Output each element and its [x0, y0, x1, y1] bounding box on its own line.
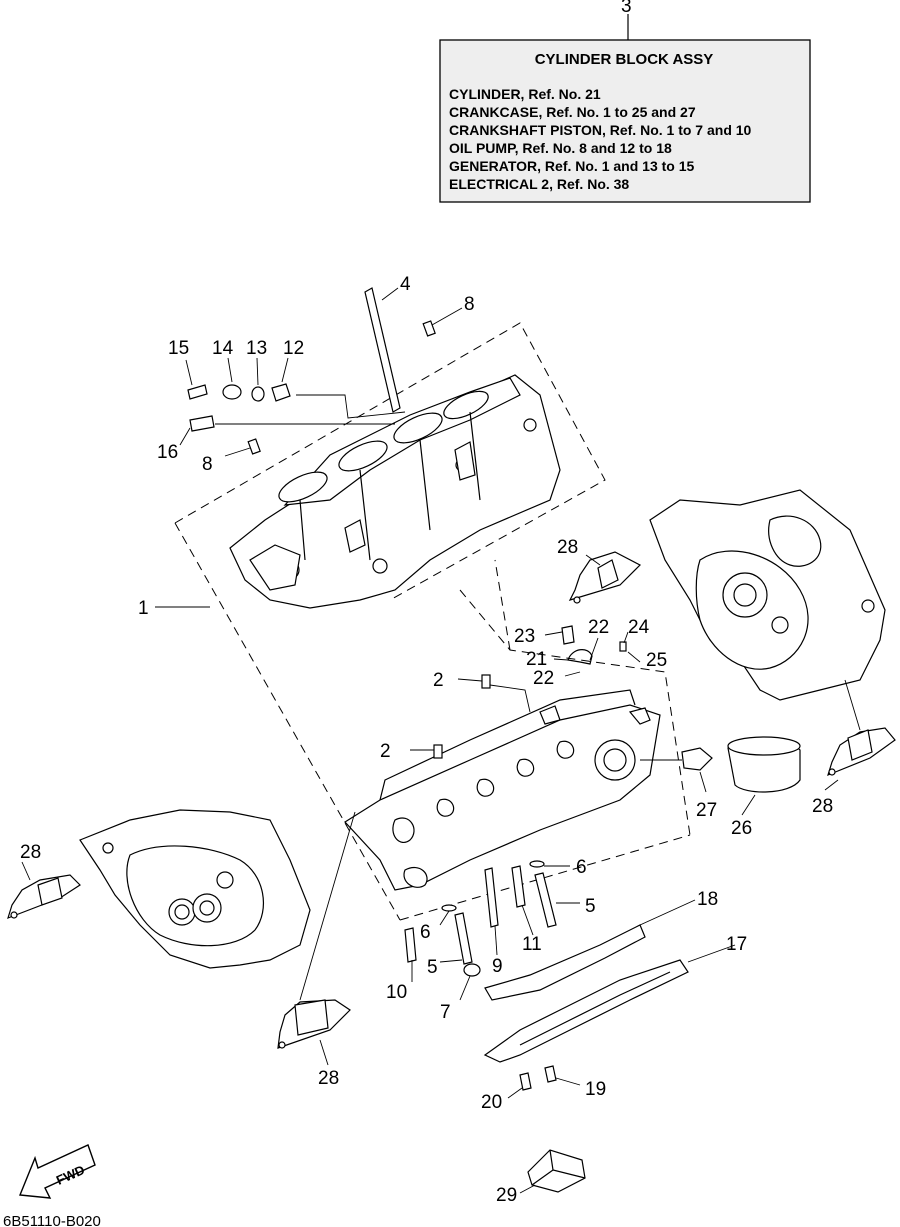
- clamp-21: [567, 649, 593, 665]
- engine-mount-left[interactable]: [7, 874, 81, 920]
- bolt-5-left: [454, 912, 473, 965]
- callout-23[interactable]: 23: [514, 626, 535, 647]
- info-box: 3 CYLINDER BLOCK ASSY CYLINDER, Ref. No.…: [439, 0, 811, 203]
- callout-22-upper[interactable]: 22: [588, 617, 609, 638]
- callout-2-upper[interactable]: 2: [433, 670, 444, 691]
- callout-11[interactable]: 11: [522, 934, 542, 955]
- callout-9[interactable]: 9: [492, 956, 503, 977]
- dowel-pin-8-lower: [247, 438, 261, 455]
- pin-2-lower: [433, 744, 443, 759]
- engine-mount-right[interactable]: [827, 727, 896, 777]
- callout-12[interactable]: 12: [283, 338, 304, 359]
- gasket-18: [484, 924, 646, 1001]
- bolt-20: [519, 1072, 532, 1091]
- engine-mount-lower-left[interactable]: [277, 999, 351, 1049]
- callout-28-upper-right[interactable]: 28: [557, 537, 578, 558]
- info-box-line-3: CRANKSHAFT PISTON, Ref. No. 1 to 7 and 1…: [449, 122, 752, 138]
- fwd-arrow-icon: FWD: [19, 1144, 96, 1199]
- left-side-cover-part[interactable]: [79, 809, 311, 969]
- callout-6-right[interactable]: 6: [576, 857, 587, 878]
- washer-6-right: [529, 860, 545, 868]
- bolt-11: [511, 865, 526, 908]
- callout-1[interactable]: 1: [138, 598, 149, 619]
- callout-17[interactable]: 17: [726, 934, 747, 955]
- pin-24: [619, 641, 627, 652]
- callout-27[interactable]: 27: [696, 800, 717, 821]
- info-box-line-5: GENERATOR, Ref. No. 1 and 13 to 15: [449, 158, 695, 174]
- info-box-title: CYLINDER BLOCK ASSY: [535, 51, 714, 68]
- callout-2-lower[interactable]: 2: [380, 741, 391, 762]
- leader-lines: [21, 287, 861, 1194]
- info-box-line-1: CYLINDER, Ref. No. 21: [449, 86, 601, 102]
- stud-bolt-4: [364, 287, 401, 413]
- callout-21[interactable]: 21: [526, 649, 547, 670]
- callout-24[interactable]: 24: [628, 617, 650, 638]
- callout-19[interactable]: 19: [585, 1079, 606, 1100]
- info-box-line-4: OIL PUMP, Ref. No. 8 and 12 to 18: [449, 140, 672, 156]
- o-ring-13: [251, 386, 265, 402]
- callout-28-right[interactable]: 28: [812, 796, 833, 817]
- info-box-line-2: CRANKCASE, Ref. No. 1 to 25 and 27: [449, 104, 696, 120]
- bolt-19: [544, 1065, 557, 1083]
- callout-8-upper[interactable]: 8: [464, 294, 475, 315]
- diagram-code: 6B51110-B020: [3, 1213, 101, 1227]
- small-parts: [187, 287, 801, 1193]
- oil-pan-17: [483, 959, 689, 1063]
- callout-13[interactable]: 13: [246, 338, 267, 359]
- callout-26[interactable]: 26: [731, 818, 752, 839]
- callout-16[interactable]: 16: [157, 442, 178, 463]
- plug-12: [271, 383, 291, 402]
- callout-28-lower-left[interactable]: 28: [318, 1068, 339, 1089]
- bolt-15: [187, 384, 208, 400]
- dowel-pin-8-upper: [422, 320, 436, 337]
- callout-numbers: 4 8 15 14 13 12 16 8 1 28 23 22 24 21 25…: [20, 274, 833, 1206]
- bolt-9: [484, 867, 499, 928]
- callout-5-right[interactable]: 5: [585, 896, 596, 917]
- callout-5-left[interactable]: 5: [427, 957, 438, 978]
- callout-29[interactable]: 29: [496, 1185, 517, 1206]
- engine-mount-upper-right[interactable]: [568, 551, 642, 604]
- bolt-5-right: [534, 872, 557, 928]
- bolt-23: [561, 625, 575, 645]
- pin-2-upper: [481, 674, 491, 689]
- callout-14[interactable]: 14: [212, 338, 234, 359]
- callout-25[interactable]: 25: [646, 650, 667, 671]
- lower-crankcase-part[interactable]: [344, 689, 661, 891]
- callout-10[interactable]: 10: [386, 982, 407, 1003]
- callout-7[interactable]: 7: [440, 1002, 451, 1023]
- bolt-10: [404, 927, 417, 963]
- callout-15[interactable]: 15: [168, 338, 189, 359]
- callout-22-lower[interactable]: 22: [533, 668, 554, 689]
- right-side-cover-part[interactable]: [649, 489, 886, 701]
- callout-6-left[interactable]: 6: [420, 922, 431, 943]
- upper-crankcase-part[interactable]: [229, 374, 561, 609]
- callout-20[interactable]: 20: [481, 1092, 502, 1113]
- bolt-16: [189, 415, 215, 432]
- callout-8-lower[interactable]: 8: [202, 454, 213, 475]
- callout-3[interactable]: 3: [621, 0, 632, 17]
- callout-28-left[interactable]: 28: [20, 842, 41, 863]
- callout-4[interactable]: 4: [400, 274, 411, 295]
- info-box-line-6: ELECTRICAL 2, Ref. No. 38: [449, 176, 629, 192]
- nut-7: [463, 963, 481, 977]
- callout-18[interactable]: 18: [697, 889, 718, 910]
- fitting-27: [681, 747, 713, 771]
- washer-6-left: [441, 904, 457, 912]
- washer-14: [222, 384, 242, 400]
